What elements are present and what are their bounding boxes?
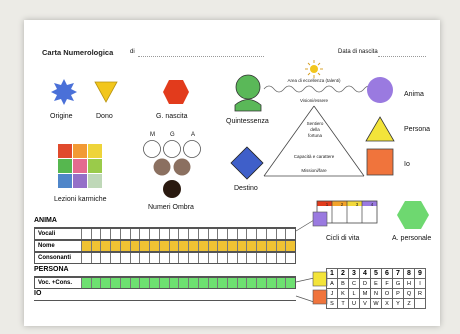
io-square-icon	[366, 148, 394, 176]
consonanti-label: Consonanti	[38, 255, 71, 261]
sentiero-3: fortuna	[307, 133, 322, 138]
mga-g: G	[170, 132, 175, 138]
persona-badge	[312, 271, 328, 287]
persona-label: Persona	[404, 126, 431, 133]
capacita-carattere-text: Capacità e carattere	[293, 154, 335, 159]
quintessenza-label: Quintessenza	[226, 118, 269, 125]
vocali-row[interactable]: Vocali	[34, 228, 296, 240]
missioni-fare-text: Missioni/fare	[301, 168, 327, 173]
cicli-di-vita-boxes	[316, 200, 378, 224]
io-badge	[312, 289, 328, 305]
birth-date-label: Data di nascita	[338, 49, 378, 55]
io-section-header: IO	[34, 290, 296, 301]
numeri-ombra-circles	[143, 140, 201, 198]
cycle-2: 2	[340, 202, 344, 207]
anima-badge	[312, 211, 328, 227]
birth-date-line[interactable]	[378, 56, 426, 57]
vocali-label: Vocali	[38, 231, 56, 237]
consonanti-row[interactable]: Consonanti	[34, 252, 296, 264]
quintessenza-person-icon	[234, 74, 262, 112]
cycle-3: 3	[355, 202, 359, 207]
sentiero-2: della	[310, 127, 320, 132]
destino-diamond-icon	[230, 146, 264, 180]
name-prefix: di	[130, 49, 135, 55]
sentiero-1: Sentiero	[306, 121, 324, 126]
persona-section-header: PERSONA	[34, 266, 296, 277]
area-eccellenza-text: Area di eccellenza (talenti)	[287, 78, 341, 83]
origine-label: Origine	[50, 113, 73, 120]
persona-triangle-icon	[365, 116, 395, 142]
anima-label: Anima	[404, 91, 424, 98]
chart-title: Carta Numerologica	[42, 48, 114, 57]
sun-icon	[305, 60, 323, 78]
mga-m: M	[150, 132, 155, 138]
io-label: Io	[404, 161, 410, 168]
visioni-essere-text: Visioni/essere	[300, 98, 328, 103]
g-nascita-hexagon-icon	[163, 80, 189, 104]
name-line[interactable]	[138, 56, 264, 57]
numerology-chart-sheet: Carta Numerologica di Data di nascita Or…	[24, 20, 440, 326]
a-personale-hexagon-icon	[397, 201, 429, 229]
nome-row[interactable]: Nome	[34, 240, 296, 252]
mga-a: A	[191, 132, 196, 138]
cycle-4: 4	[370, 202, 374, 207]
anima-circle-icon	[367, 77, 393, 103]
voc-cons-label: Voc. +Cons.	[38, 280, 73, 286]
dono-label: Dono	[96, 113, 113, 120]
a-personale-label: A. personale	[392, 235, 432, 242]
anima-section-header: ANIMA	[34, 217, 296, 228]
lezioni-karmiche-label: Lezioni karmiche	[54, 196, 107, 203]
cicli-di-vita-label: Cicli di vita	[326, 235, 360, 242]
badge-connectors	[295, 211, 328, 305]
origine-star-icon	[51, 79, 77, 105]
g-nascita-label: G. nascita	[156, 113, 188, 120]
nome-label: Nome	[38, 243, 55, 249]
lezioni-karmiche-grid	[58, 144, 102, 188]
numeri-ombra-label: Numeri Ombra	[148, 204, 194, 211]
dono-triangle-icon	[94, 81, 118, 103]
destino-label: Destino	[234, 185, 258, 192]
cycle-1: 1	[325, 202, 329, 207]
voc-cons-row[interactable]: Voc. +Cons.	[34, 277, 296, 289]
triangle-diagram	[263, 60, 375, 177]
